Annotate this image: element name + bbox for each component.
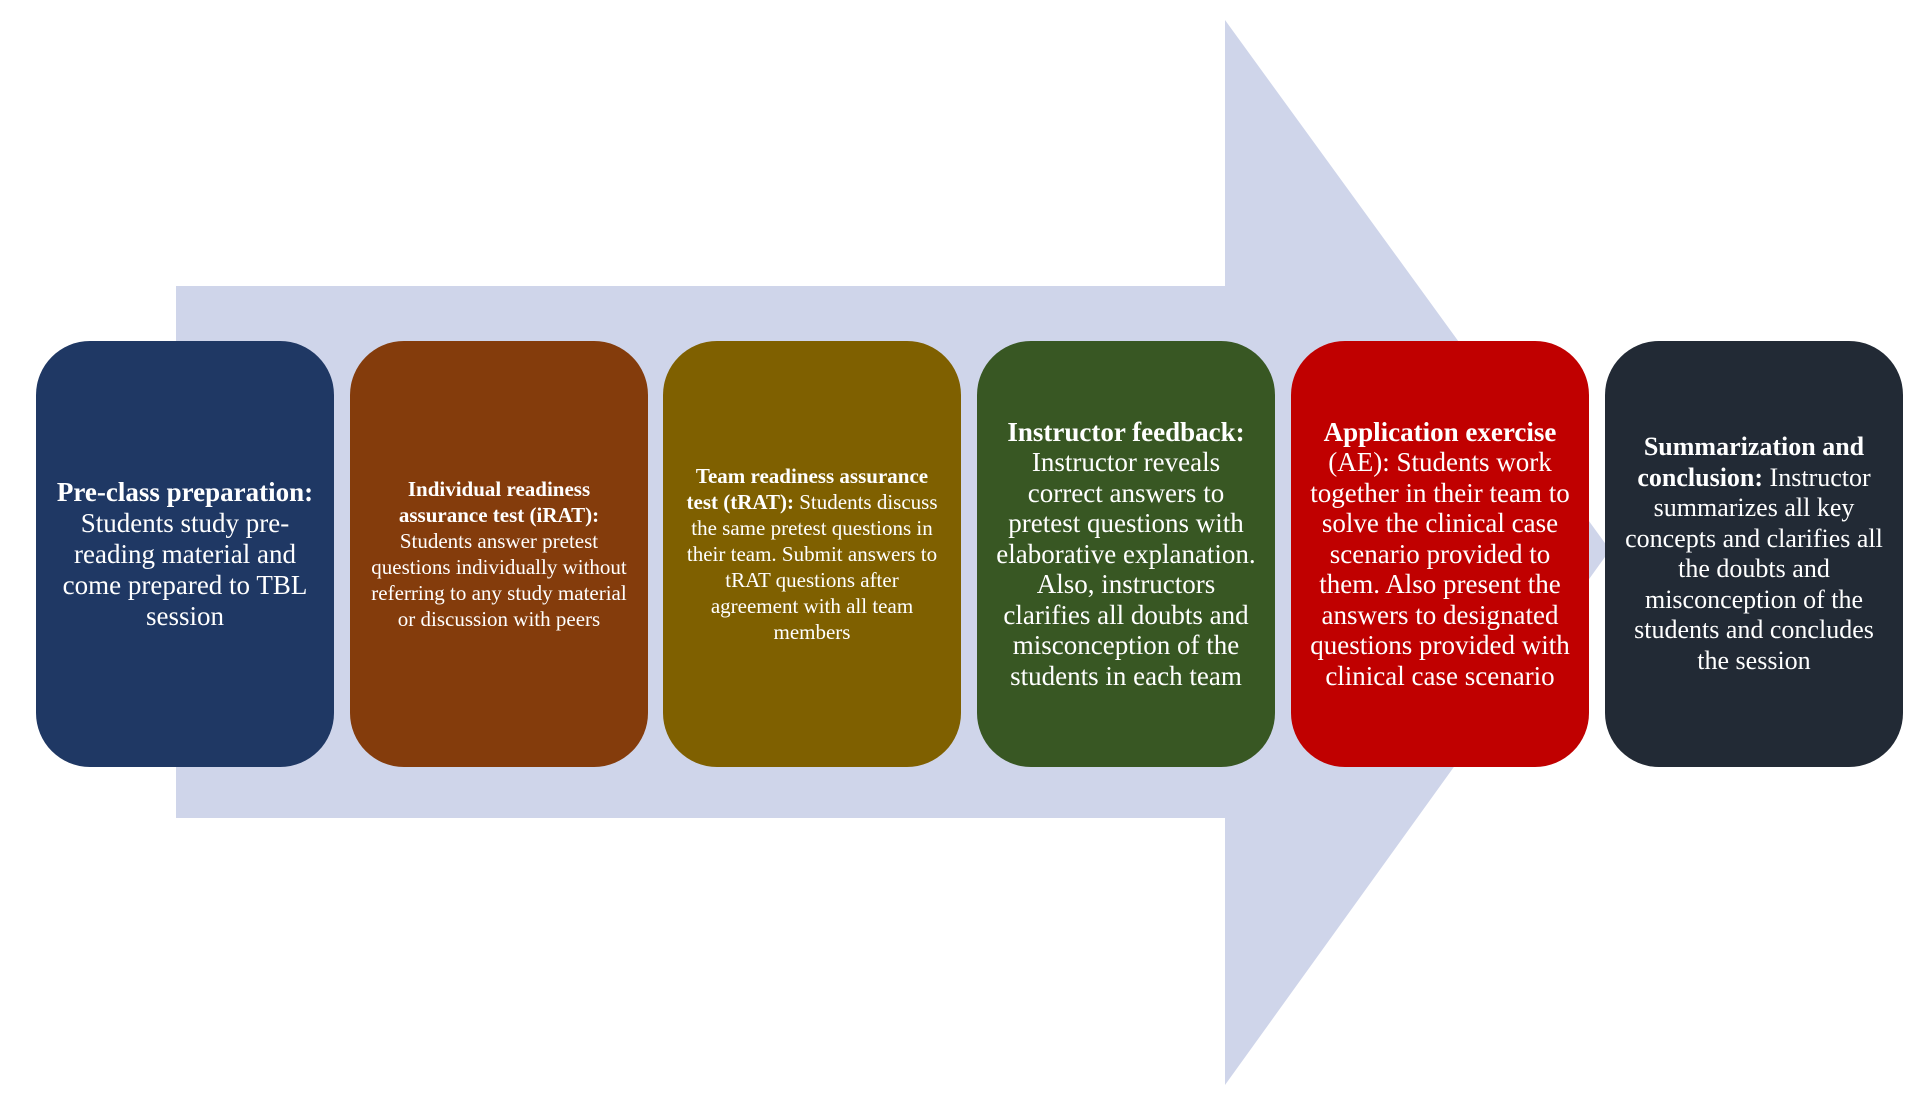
step-title: Individual readiness assurance test (iRA… — [398, 477, 600, 527]
step-title: Instructor feedback: — [1007, 416, 1245, 447]
step-description: Students study pre-reading material and … — [62, 507, 308, 631]
step-application-exercise: Application exercise (AE): Students work… — [1291, 341, 1589, 767]
step-trat: Team readiness assurance test (tRAT): St… — [663, 341, 961, 767]
step-instructor-feedback: Instructor feedback: Instructor reveals … — [977, 341, 1275, 767]
step-title: Pre-class preparation: — [56, 476, 314, 507]
step-description: Students answer pretest questions indivi… — [371, 529, 627, 631]
step-description: Instructor summarizes all key concepts a… — [1625, 462, 1883, 675]
step-irat: Individual readiness assurance test (iRA… — [350, 341, 648, 767]
step-title: Application exercise — [1323, 416, 1557, 447]
step-title: Summarization and conclusion: — [1637, 432, 1865, 492]
step-description: Instructor reveals correct answers to pr… — [996, 447, 1256, 691]
step-pre-class-preparation: Pre-class preparation: Students study pr… — [36, 341, 334, 767]
step-description: Students work together in their team to … — [1310, 447, 1570, 691]
step-summarization-conclusion: Summarization and conclusion: Instructor… — [1605, 341, 1903, 767]
step-description: Students discuss the same pretest questi… — [686, 490, 938, 644]
step-title: Team readiness assurance test (tRAT): — [686, 464, 929, 514]
step-title-suffix: (AE): — [1328, 447, 1390, 478]
